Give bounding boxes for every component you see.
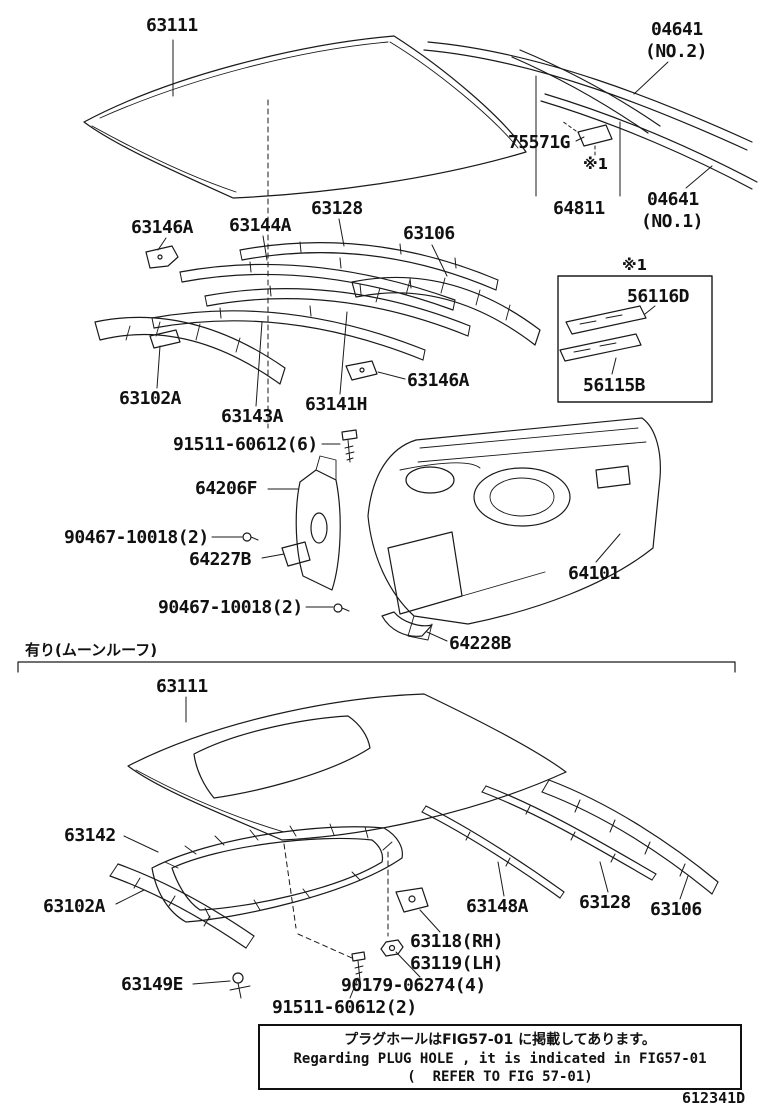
part-label-64228b: 64228B xyxy=(449,633,512,654)
note-line-english: Regarding PLUG HOLE , it is indicated in… xyxy=(293,1051,707,1067)
moonroof-section-title: 有り(ムーンルーフ) xyxy=(25,641,158,659)
section-divider-line xyxy=(17,661,736,673)
part-label-63141h: 63141H xyxy=(305,394,368,415)
part-63144a-roof-bow xyxy=(179,257,456,311)
part-63146a-bracket-2 xyxy=(345,360,378,381)
part-label-91511-6: 91511-60612(6) xyxy=(173,434,318,455)
part-label-64206f: 64206F xyxy=(195,478,258,499)
part-label-63128-bottom: 63128 xyxy=(579,892,631,913)
part-04641-and-75571g-mouldings xyxy=(423,41,758,197)
part-label-63102a-bottom: 63102A xyxy=(43,896,106,917)
plug-hole-note-box: プラグホールはFIG57-01 に掲載してあります。 Regarding PLU… xyxy=(258,1024,742,1090)
part-label-56115b: 56115B xyxy=(583,375,646,396)
part-label-63106-bottom: 63106 xyxy=(650,899,702,920)
ref-mark-2: ※1 xyxy=(622,256,648,274)
detail-box-ref1 xyxy=(557,275,713,403)
part-label-64101: 64101 xyxy=(568,563,620,584)
part-63141h-roof-bow xyxy=(204,283,471,337)
part-label-90467-a: 90467-10018(2) xyxy=(64,527,209,548)
part-63143a-roof-bow xyxy=(151,305,426,361)
part-label-63144a: 63144A xyxy=(229,215,292,236)
part-label-63118-rh: 63118(RH) xyxy=(410,931,504,952)
part-label-56116d: 56116D xyxy=(627,286,690,307)
part-63111-roof-panel-moonroof xyxy=(127,693,567,841)
screw-icon-91511-bottom xyxy=(351,951,366,981)
part-label-63106-top: 63106 xyxy=(403,223,455,244)
alignment-dashed-line-bottom-1 xyxy=(283,843,297,929)
nut-icon-90179 xyxy=(380,939,404,957)
part-label-90467-b: 90467-10018(2) xyxy=(158,597,303,618)
part-64206f-bracket xyxy=(295,455,341,591)
screw-icon-91511-top xyxy=(341,429,358,463)
part-label-75571g: 75571G xyxy=(508,132,571,153)
ref-mark-1: ※1 xyxy=(583,155,609,173)
leader-lines-bottom xyxy=(115,696,689,999)
part-label-63119-lh: 63119(LH) xyxy=(410,953,504,974)
part-63142-sunroof-opening-frame xyxy=(151,823,403,923)
part-label-91511-2: 91511-60612(2) xyxy=(272,997,417,1018)
part-63146a-bracket-1 xyxy=(145,245,179,269)
part-label-64227b: 64227B xyxy=(189,549,252,570)
part-label-64811: 64811 xyxy=(553,198,605,219)
part-64227b-bracket xyxy=(281,541,311,567)
part-label-63128-top: 63128 xyxy=(311,198,363,219)
drawing-number: 612341D xyxy=(682,1089,746,1107)
part-63102a-windshield-header-bottom xyxy=(109,863,255,949)
part-64228b-bracket xyxy=(381,611,433,637)
part-63128-roof-bow-top xyxy=(239,241,499,291)
part-63148a-roof-bow xyxy=(421,805,565,899)
part-label-63146a-2: 63146A xyxy=(407,370,470,391)
clip-icon-90467-a xyxy=(242,532,259,542)
alignment-dashed-line-bottom-3 xyxy=(297,933,353,959)
part-label-04641-no2-sub: (NO.2) xyxy=(645,41,708,62)
part-label-63148a: 63148A xyxy=(466,896,529,917)
clip-icon-63149e xyxy=(229,972,251,999)
note-line-reference: ( REFER TO FIG 57-01) xyxy=(407,1069,593,1085)
part-label-04641-no1: 04641 xyxy=(647,189,699,210)
part-label-63111-bottom: 63111 xyxy=(156,676,208,697)
part-label-63146a-1: 63146A xyxy=(131,217,194,238)
part-label-90179: 90179-06274(4) xyxy=(341,975,486,996)
part-63128-roof-bow-bottom xyxy=(481,785,657,881)
part-63102a-windshield-header-top xyxy=(94,316,286,385)
part-63111-roof-panel-top xyxy=(83,35,527,199)
part-label-63111-top: 63111 xyxy=(146,15,198,36)
part-label-04641-no1-sub: (NO.1) xyxy=(641,211,704,232)
part-label-63149e: 63149E xyxy=(121,974,184,995)
leader-lines-top xyxy=(156,39,713,642)
part-label-04641-no2: 04641 xyxy=(651,19,703,40)
part-label-63142: 63142 xyxy=(64,825,116,846)
part-63106-roof-header-top xyxy=(351,276,541,346)
part-label-63143a: 63143A xyxy=(221,406,284,427)
part-64101-upper-back-panel xyxy=(367,417,661,641)
part-63106-roof-header-bottom xyxy=(541,779,719,895)
note-line-japanese: プラグホールはFIG57-01 に掲載してあります。 xyxy=(344,1032,656,1048)
clip-icon-90467-b xyxy=(333,603,350,613)
part-63118-63119-bracket xyxy=(395,887,429,913)
part-label-63102a-top: 63102A xyxy=(119,388,182,409)
